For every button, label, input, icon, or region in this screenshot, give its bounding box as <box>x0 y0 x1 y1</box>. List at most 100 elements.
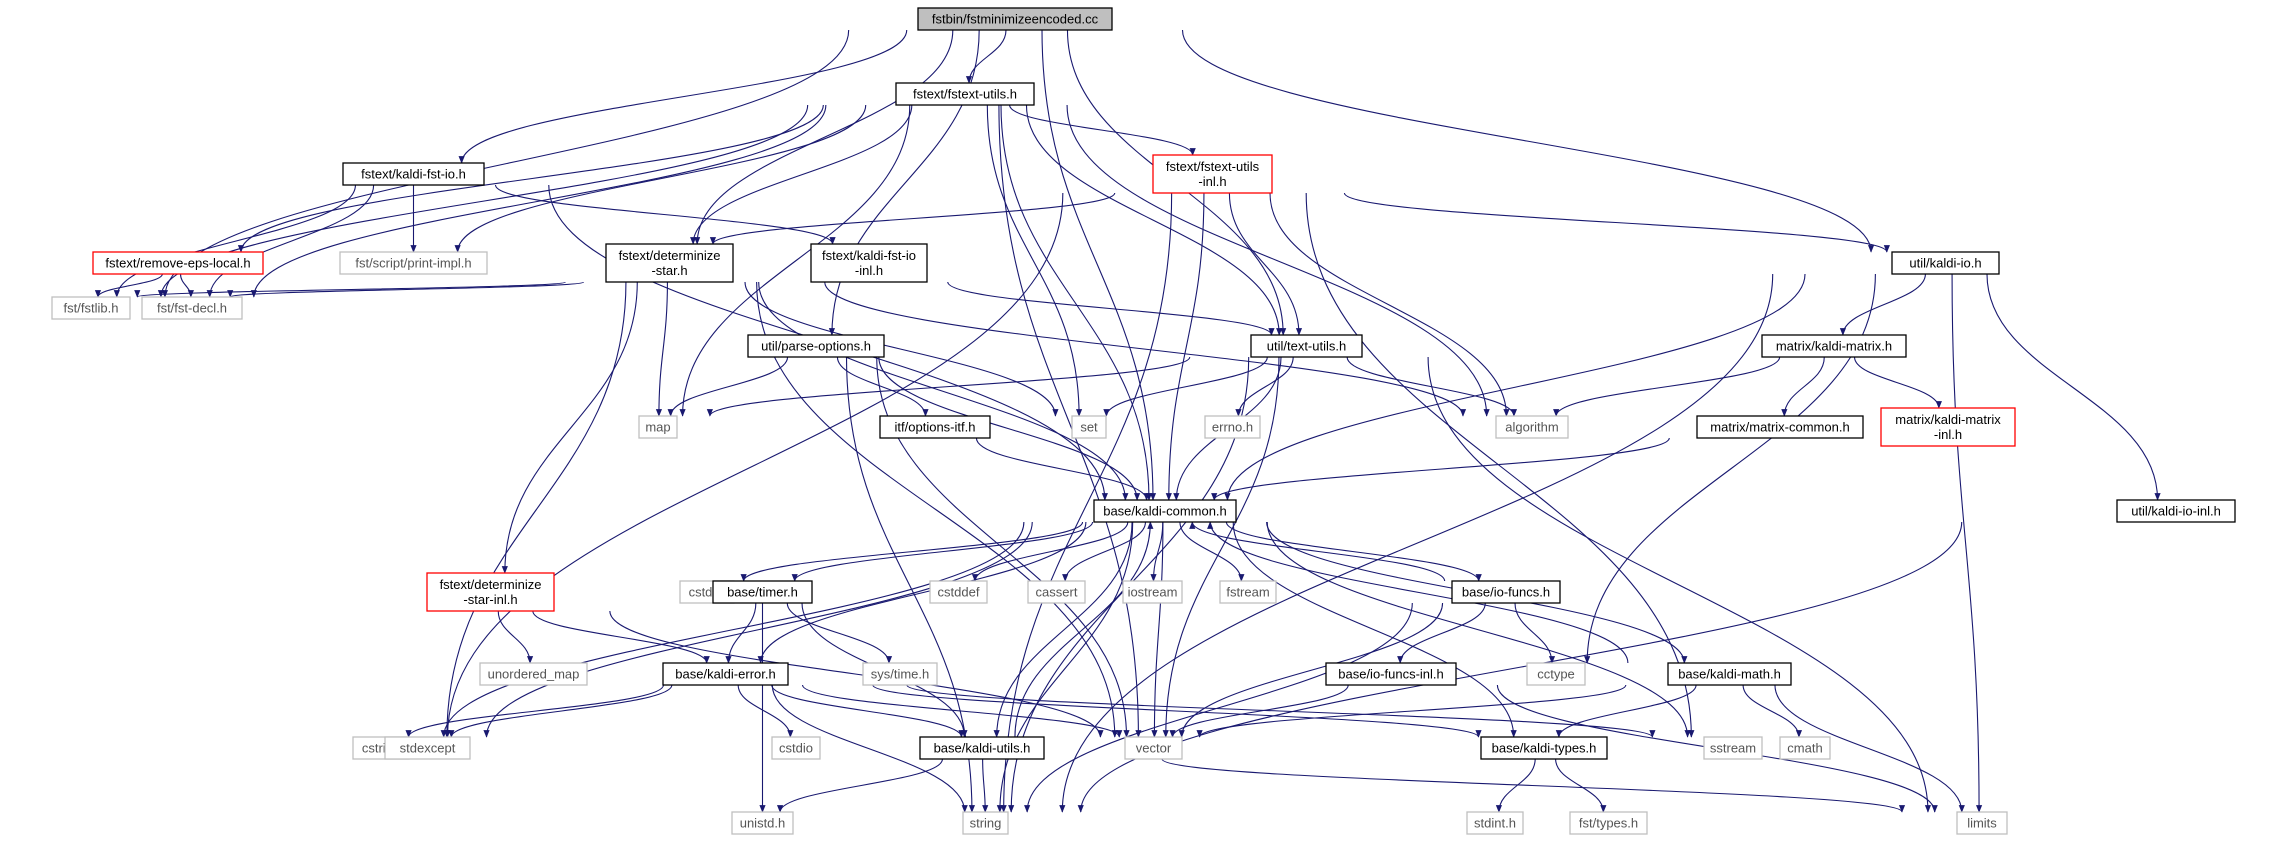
node-limits[interactable]: limits <box>1956 811 2008 835</box>
edge-root-to-parse-options <box>828 29 980 336</box>
node-io-funcs[interactable]: base/io-funcs.h <box>1451 580 1561 604</box>
node-print-impl[interactable]: fst/script/print-impl.h <box>339 251 488 275</box>
node-kaldi-fst-io-inl[interactable]: fstext/kaldi-fst-io-inl.h <box>810 243 928 283</box>
node-label: itf/options-itf.h <box>895 420 976 435</box>
edge-root-to-kaldi-fst-io <box>458 29 908 164</box>
node-kaldi-common[interactable]: base/kaldi-common.h <box>1093 499 1237 523</box>
node-label: util/kaldi-io-inl.h <box>2131 504 2221 519</box>
edge-kaldi-common-to-fstream <box>1179 521 1245 582</box>
node-sstream[interactable]: sstream <box>1703 736 1763 760</box>
node-label: cassert <box>1036 585 1078 600</box>
node-io-funcs-inl[interactable]: base/io-funcs-inl.h <box>1325 662 1457 686</box>
node-kaldi-fst-io[interactable]: fstext/kaldi-fst-io.h <box>342 162 485 186</box>
node-algorithm[interactable]: algorithm <box>1495 415 1569 439</box>
node-box <box>1451 580 1561 604</box>
node-fstream[interactable]: fstream <box>1219 580 1277 604</box>
node-matrix-common[interactable]: matrix/matrix-common.h <box>1696 415 1864 439</box>
node-kaldi-math[interactable]: base/kaldi-math.h <box>1667 662 1792 686</box>
node-fstext-utils[interactable]: fstext/fstext-utils.h <box>895 82 1035 106</box>
edge-io-funcs-to-io-funcs-inl <box>1397 602 1486 664</box>
node-label: cmath <box>1787 741 1822 756</box>
node-iostream[interactable]: iostream <box>1122 580 1183 604</box>
edge-fstext-utils-inl-to-algorithm <box>1269 192 1510 417</box>
node-fstlib[interactable]: fst/fstlib.h <box>51 296 131 320</box>
node-label: fst/fst-decl.h <box>157 301 227 316</box>
edge-kaldi-math-to-limits <box>1774 684 1965 813</box>
node-determinize-star[interactable]: fstext/determinize-star.h <box>605 243 734 283</box>
edge-kaldi-error-to-sstream <box>906 684 1656 738</box>
edge-text-utils-to-map <box>706 356 1191 417</box>
node-label: matrix/matrix-common.h <box>1710 420 1849 435</box>
edge-kaldi-math-to-cmath <box>1742 684 1803 738</box>
node-box <box>638 415 678 439</box>
node-label: -star.h <box>651 263 687 278</box>
node-kaldi-io-inl[interactable]: util/kaldi-io-inl.h <box>2116 499 2236 523</box>
edge-determinize-star-to-fst-decl <box>227 281 585 298</box>
node-string[interactable]: string <box>962 811 1009 835</box>
node-parse-options[interactable]: util/parse-options.h <box>747 334 885 358</box>
node-label: fstext/determinize <box>440 577 542 592</box>
node-unordered-map[interactable]: unordered_map <box>479 662 588 686</box>
node-box <box>1526 662 1586 686</box>
node-fstext-utils-inl[interactable]: fstext/fstext-utils-inl.h <box>1152 154 1273 194</box>
node-box <box>51 296 131 320</box>
node-cstdio[interactable]: cstdio <box>771 736 821 760</box>
node-util-kaldi-io[interactable]: util/kaldi-io.h <box>1891 251 2000 275</box>
edge-fstext-utils-to-print-impl <box>454 104 867 253</box>
node-stdexcept[interactable]: stdexcept <box>384 736 471 760</box>
node-cmath[interactable]: cmath <box>1779 736 1831 760</box>
node-errno[interactable]: errno.h <box>1204 415 1261 439</box>
node-cctype[interactable]: cctype <box>1526 662 1586 686</box>
edge-kaldi-common-to-kaldi-types <box>1232 521 1517 738</box>
node-vector[interactable]: vector <box>1124 736 1183 760</box>
node-label: base/kaldi-math.h <box>1678 667 1781 682</box>
edge-util-kaldi-io-to-kaldi-io-inl <box>1986 273 2161 501</box>
node-kaldi-error[interactable]: base/kaldi-error.h <box>662 662 789 686</box>
node-kaldi-utils[interactable]: base/kaldi-utils.h <box>919 736 1045 760</box>
edge-io-funcs-to-kaldi-common <box>1189 521 1446 582</box>
edge-kaldi-matrix-to-matrix-common <box>1781 356 1825 417</box>
edge-util-kaldi-io-to-limits <box>1951 273 1983 813</box>
node-label: base/kaldi-types.h <box>1492 741 1597 756</box>
node-label: fstext/kaldi-fst-io <box>822 248 916 263</box>
edge-kaldi-common-to-vector <box>1151 521 1164 738</box>
node-cstddef[interactable]: cstddef <box>929 580 988 604</box>
node-cassert[interactable]: cassert <box>1027 580 1086 604</box>
edge-kaldi-error-to-cstdio <box>737 684 794 738</box>
node-label: base/kaldi-utils.h <box>934 741 1031 756</box>
node-set[interactable]: set <box>1071 415 1107 439</box>
node-box <box>1250 334 1363 358</box>
edge-kaldi-error-to-vector <box>801 684 1123 738</box>
node-label: sstream <box>1710 741 1756 756</box>
node-remove-eps-local[interactable]: fstext/remove-eps-local.h <box>92 251 264 275</box>
node-box <box>1891 251 2000 275</box>
edge-kaldi-math-to-kaldi-types <box>1555 684 1697 738</box>
node-stdint[interactable]: stdint.h <box>1466 811 1524 835</box>
node-label: fstext/fstext-utils <box>1166 159 1260 174</box>
edge-io-funcs-inl-to-vector <box>1169 684 1349 738</box>
node-map[interactable]: map <box>638 415 678 439</box>
node-kaldi-types[interactable]: base/kaldi-types.h <box>1480 736 1608 760</box>
node-text-utils[interactable]: util/text-utils.h <box>1250 334 1363 358</box>
edge-determinize-star-to-map <box>655 281 668 417</box>
edge-determinize-star-inl-to-kaldi-error <box>532 610 710 664</box>
node-label: sys/time.h <box>871 667 930 682</box>
node-box <box>339 251 488 275</box>
node-kaldi-matrix-inl[interactable]: matrix/kaldi-matrix-inl.h <box>1880 407 2016 447</box>
edge-root-to-determinize-star <box>694 29 954 245</box>
edge-fstext-utils-to-fst-decl <box>250 104 827 298</box>
node-fst-decl[interactable]: fst/fst-decl.h <box>141 296 243 320</box>
node-label: iostream <box>1128 585 1178 600</box>
edge-fstext-utils-inl-to-util-kaldi-io <box>1343 192 1890 253</box>
edge-root-to-fstext-utils <box>965 29 1007 84</box>
node-determinize-star-inl[interactable]: fstext/determinize-star-inl.h <box>426 572 555 612</box>
node-unistd[interactable]: unistd.h <box>731 811 794 835</box>
node-box <box>1219 580 1277 604</box>
node-systime[interactable]: sys/time.h <box>862 662 938 686</box>
node-timer[interactable]: base/timer.h <box>712 580 813 604</box>
node-kaldi-matrix[interactable]: matrix/kaldi-matrix.h <box>1761 334 1907 358</box>
edge-fstext-utils-to-algorithm <box>1066 104 1490 417</box>
node-root[interactable]: fstbin/fstminimizeencoded.cc <box>917 7 1113 31</box>
node-itf-options[interactable]: itf/options-itf.h <box>879 415 991 439</box>
node-fst-types[interactable]: fst/types.h <box>1569 811 1648 835</box>
